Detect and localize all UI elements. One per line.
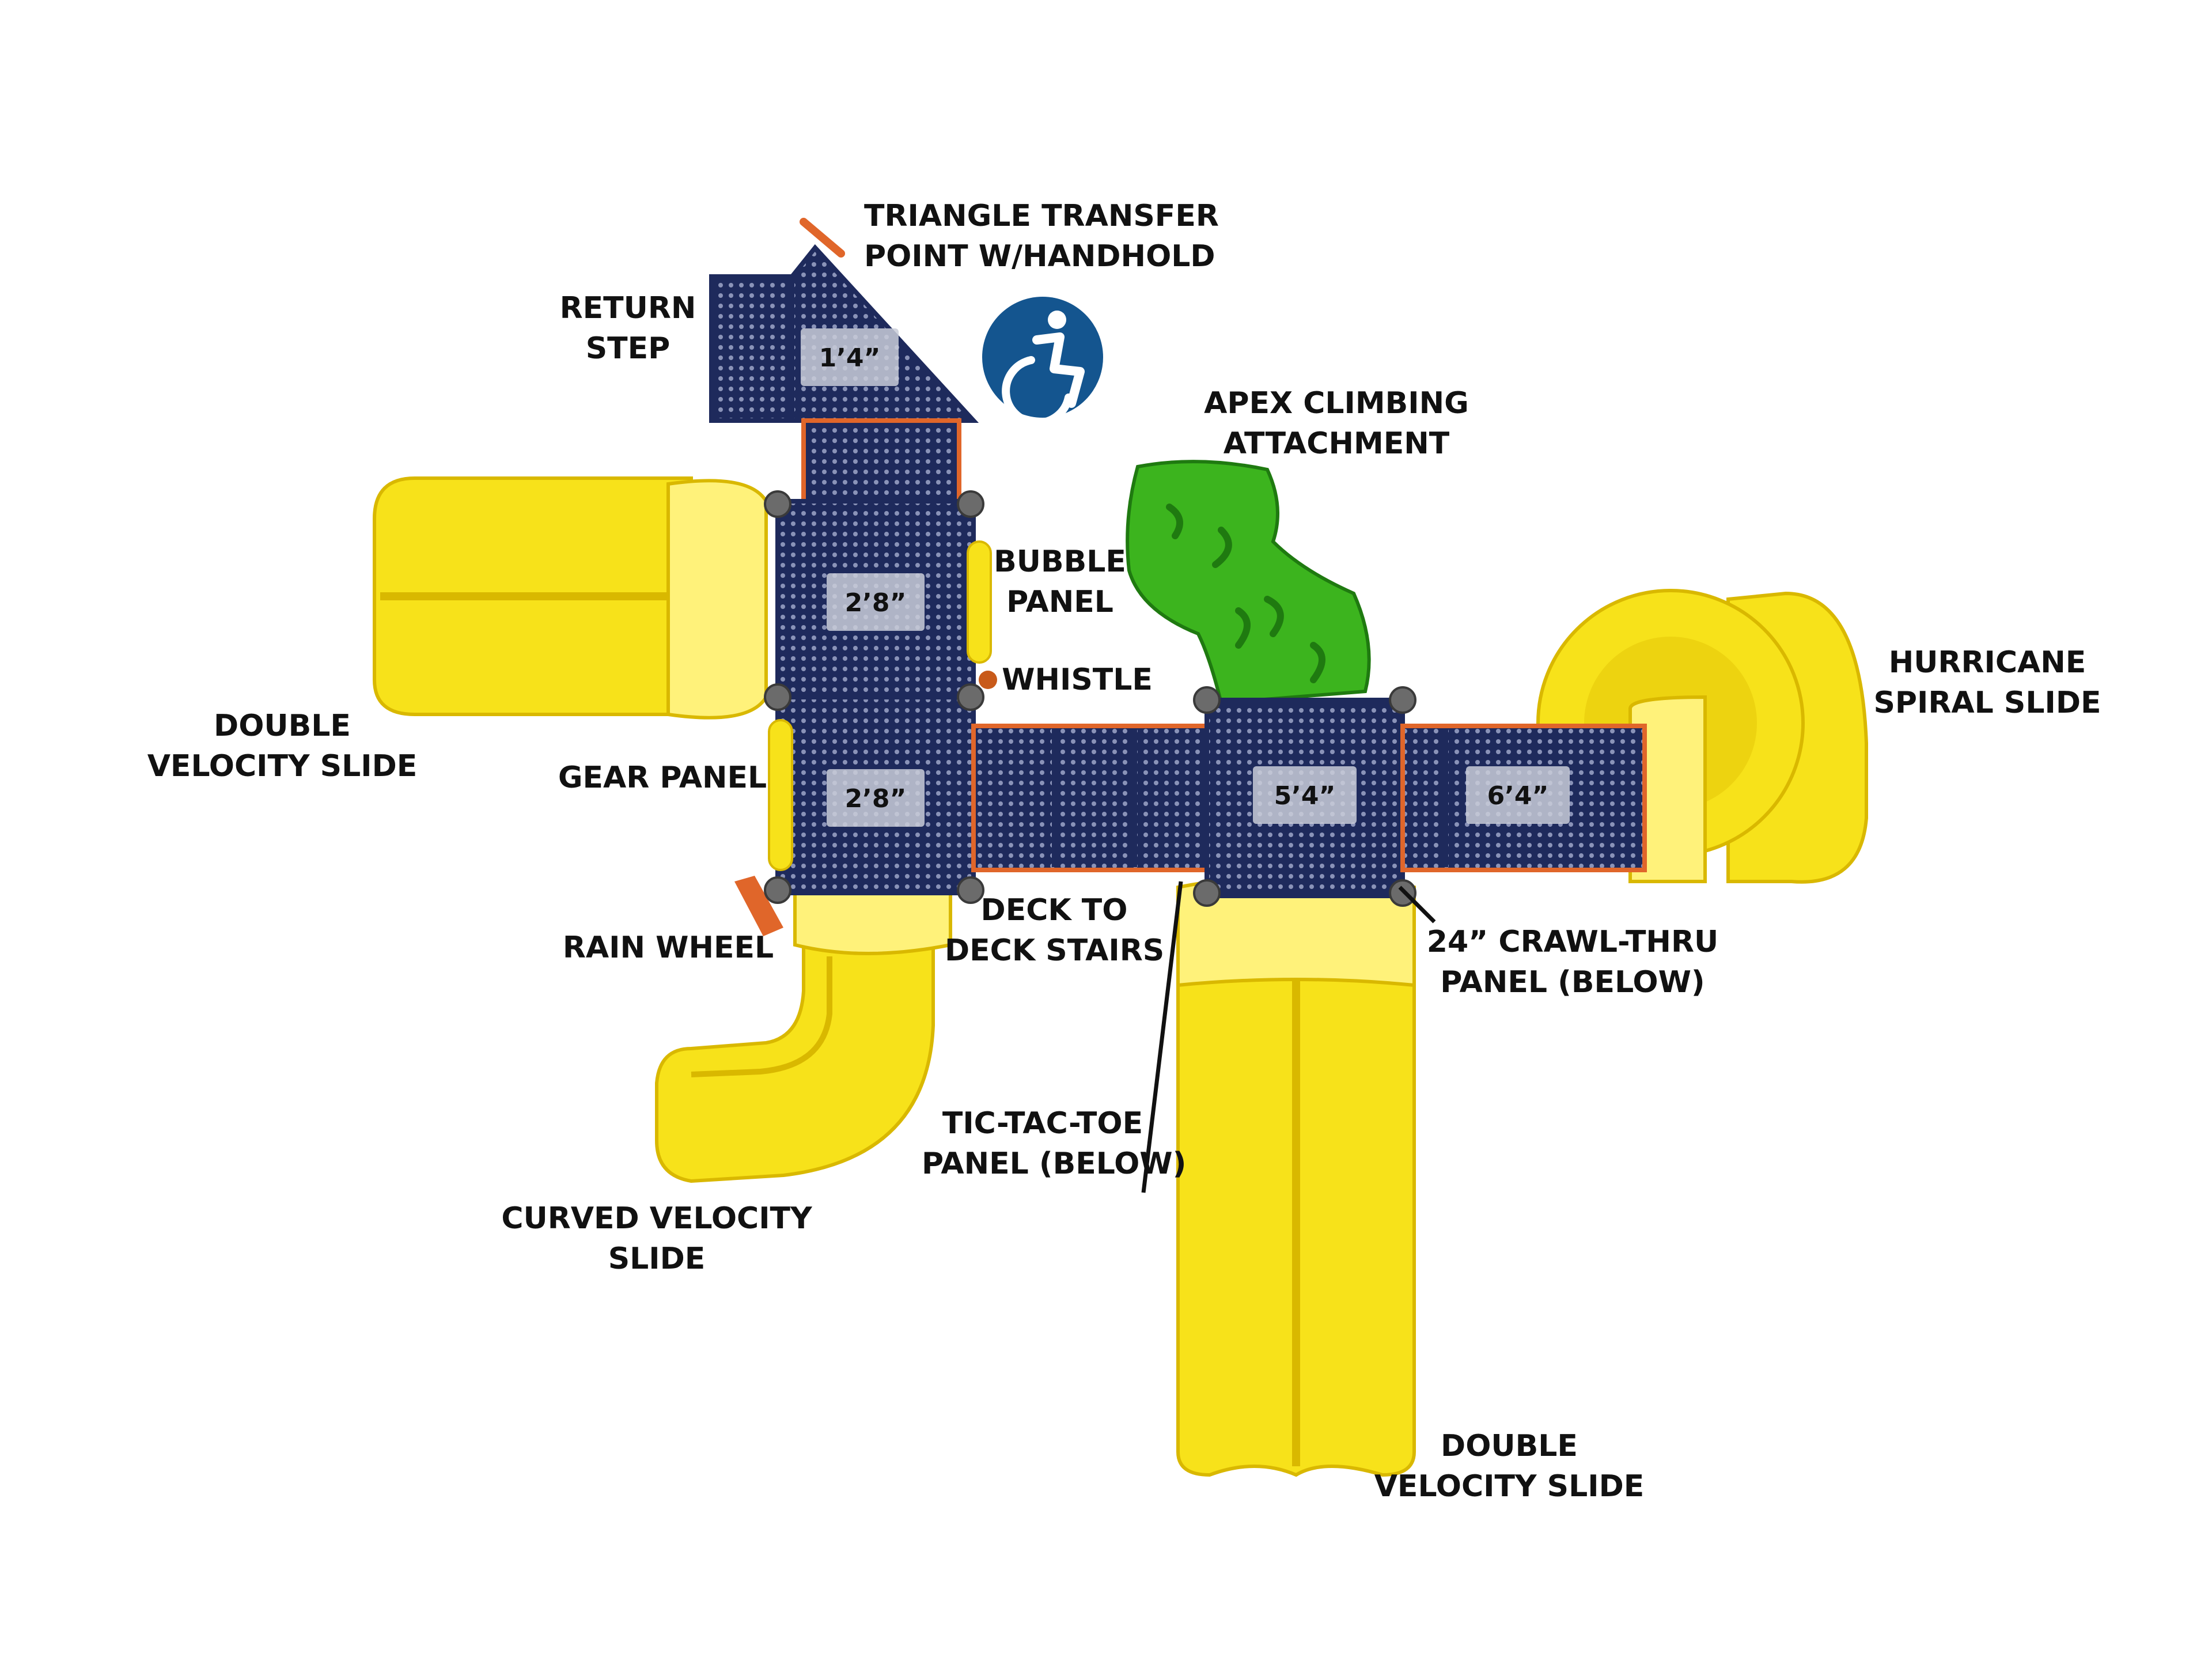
label-triangle-transfer: TRIANGLE TRANSFER POINT W/HANDHOLD xyxy=(864,199,1219,274)
label-rain-wheel: RAIN WHEEL xyxy=(562,930,774,965)
label-bubble-panel: BUBBLE PANEL xyxy=(994,544,1126,619)
apex-climbing-attachment xyxy=(1126,460,1371,705)
label-deck-stairs: DECK TO DECK STAIRS xyxy=(945,893,1165,968)
label-tic-tac-toe: TIC-TAC-TOE PANEL (BELOW) xyxy=(922,1106,1187,1181)
rain-wheel-icon xyxy=(734,876,783,936)
label-double-velocity-left: DOUBLE VELOCITY SLIDE xyxy=(147,709,418,784)
height-lower-left: 2’8” xyxy=(845,784,907,814)
post-caps xyxy=(764,490,1416,907)
label-return-step: RETURN STEP xyxy=(559,291,696,366)
double-velocity-slide-bottom xyxy=(1176,874,1416,1477)
deck-to-deck-stairs xyxy=(971,724,1218,872)
label-double-velocity-bottom: DOUBLE VELOCITY SLIDE xyxy=(1374,1429,1645,1504)
bubble-panel xyxy=(967,540,992,664)
curved-velocity-slide xyxy=(655,871,952,1183)
label-apex-climbing: APEX CLIMBING ATTACHMENT xyxy=(1204,386,1469,461)
wheelchair-accessibility-icon xyxy=(982,297,1103,427)
return-step xyxy=(709,274,794,423)
transfer-handhold xyxy=(800,218,845,258)
label-crawl-thru: 24” CRAWL-THRU PANEL (BELOW) xyxy=(1426,925,1719,1000)
whistle-icon xyxy=(979,671,997,689)
label-whistle: WHISTLE xyxy=(1002,663,1153,697)
deck-structure xyxy=(709,218,1647,936)
transfer-steps xyxy=(801,418,961,509)
leader-lines xyxy=(1141,881,1436,1193)
label-curved-velocity: CURVED VELOCITY SLIDE xyxy=(501,1201,812,1276)
label-hurricane: HURRICANE SPIRAL SLIDE xyxy=(1873,645,2101,720)
label-gear-panel: GEAR PANEL xyxy=(558,760,767,795)
height-center: 5’4” xyxy=(1274,781,1336,811)
height-transfer: 1’4” xyxy=(819,343,881,373)
deck-height-tags: 1’4” 2’8” 2’8” 5’4” 6’4” xyxy=(801,328,1570,827)
gear-panel xyxy=(768,719,793,871)
double-velocity-slide-left xyxy=(373,476,768,720)
height-upper-left: 2’8” xyxy=(845,588,907,618)
height-right: 6’4” xyxy=(1487,781,1549,811)
